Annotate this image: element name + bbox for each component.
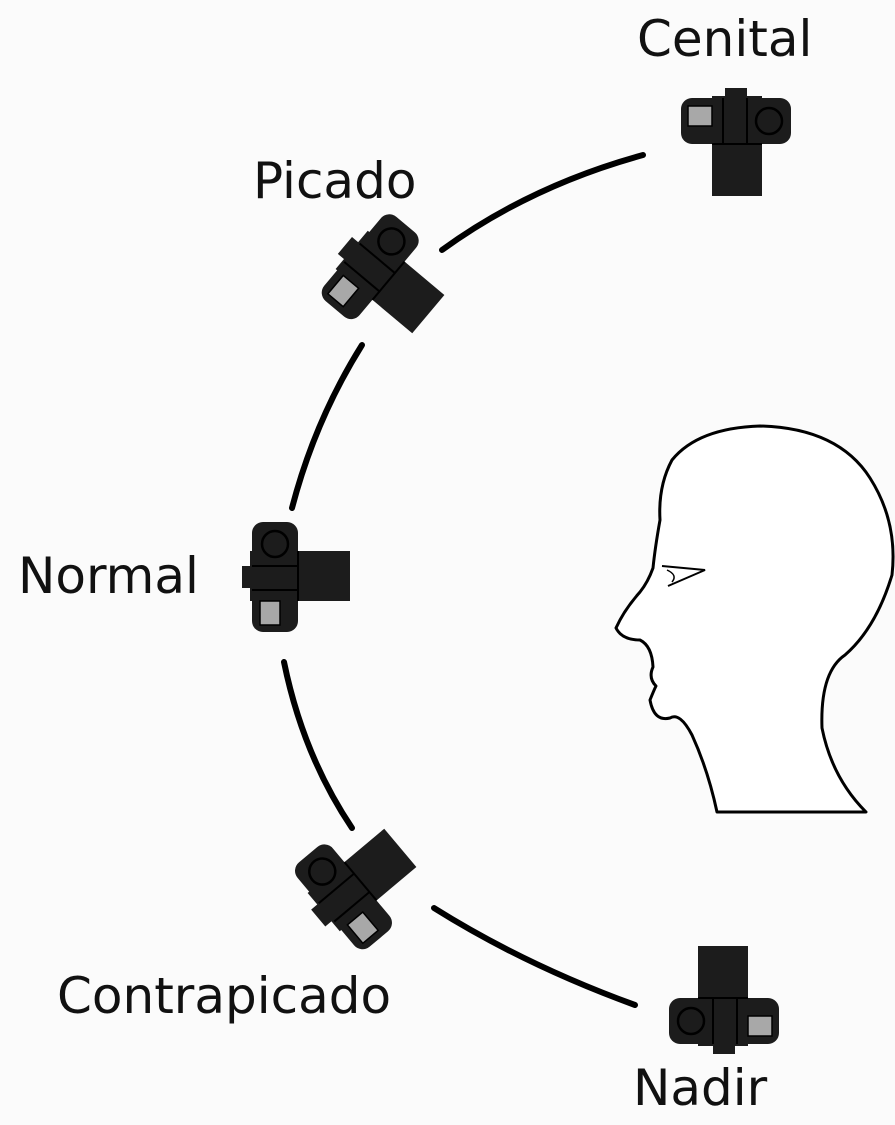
camera-icon [679,86,793,198]
label-contrapicado: Contrapicado [57,967,391,1025]
camera-icon [240,520,352,634]
label-nadir: Nadir [633,1059,768,1117]
camera-icon [308,202,465,359]
label-cenital: Cenital [637,10,812,68]
camera-icon [281,805,438,962]
head-profile-icon [614,424,895,814]
label-normal: Normal [18,547,199,605]
camera-icon [667,944,781,1056]
camera-arc [281,152,646,1008]
label-picado: Picado [253,152,416,210]
